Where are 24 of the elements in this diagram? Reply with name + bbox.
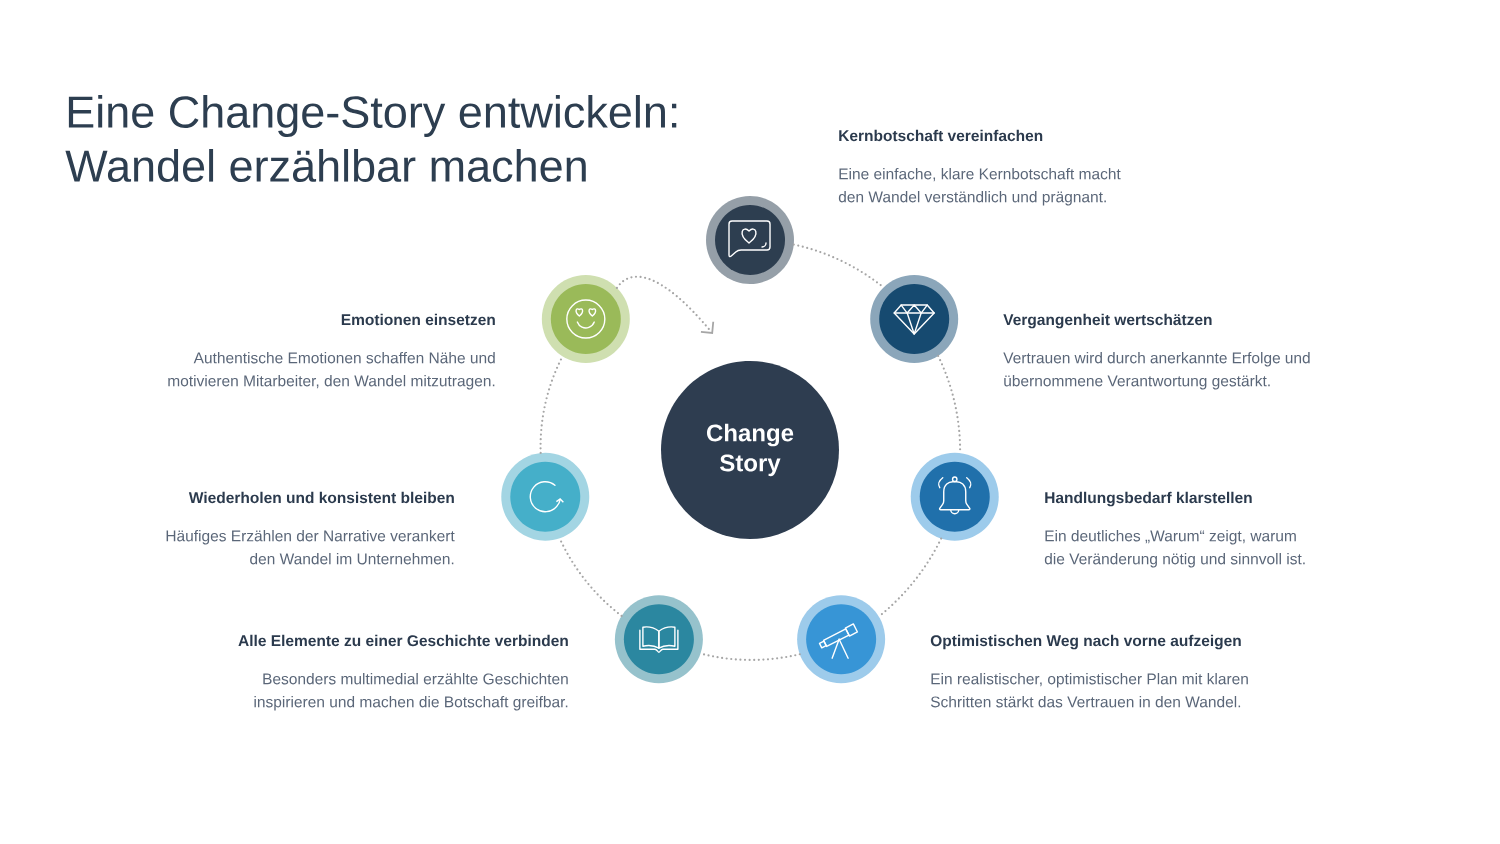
step-heading: Wiederholen und konsistent bleiben: [188, 491, 454, 504]
icon-circle: [797, 595, 886, 684]
icon-circle: [501, 452, 590, 541]
step-description: Besonders multimedial erzählte Geschichten inspirieren und machen die Botschaft greifbar.: [254, 673, 568, 711]
step-description: Vertrauen wird durch anerkannte Erfolge und übernommene Verantwortung gestärkt.: [1003, 352, 1310, 390]
title: Eine Change-Story entwickeln: Wandel erzählbar machen: [65, 95, 677, 183]
curved-arrow: [615, 275, 715, 334]
icon-circle: [706, 196, 794, 284]
step-description: Authentische Emotionen schaffen Nähe und motivieren Mitarbeiter, den Wandel mitzutragen.: [168, 352, 495, 390]
step-heading: Handlungsbedarf klarstellen: [1045, 491, 1252, 507]
step-description: Ein realistischer, optimistischer Plan mit klaren Schritten stärkt das Vertrauen in den Wandel.: [930, 673, 1248, 708]
step-heading: Optimistischen Weg nach vorne aufzeigen: [930, 634, 1241, 650]
step-description: Ein deutliches „Warum“ zeigt, warum die Veränderung nötig und sinnvoll ist.: [1044, 530, 1305, 568]
step-heading: Emotionen einsetzen: [341, 313, 495, 326]
step-heading: Kernbotschaft vereinfachen: [839, 129, 1043, 142]
dotted-arc: [792, 243, 885, 289]
icon-circle: [541, 275, 630, 364]
step-description: Häufiges Erzählen der Narrative verankert den Wandel im Unternehmen.: [166, 530, 455, 565]
icon-circle: [910, 452, 999, 541]
icon-circle: [870, 275, 959, 364]
step-description: Eine einfache, klare Kernbotschaft macht den Wandel verständlich und prägnant.: [838, 168, 1121, 206]
icon-circle: [614, 595, 703, 684]
step-heading: Vergangenheit wertschätzen: [1003, 313, 1212, 329]
step-heading: Alle Elemente zu einer Geschichte verbinden: [238, 634, 568, 647]
